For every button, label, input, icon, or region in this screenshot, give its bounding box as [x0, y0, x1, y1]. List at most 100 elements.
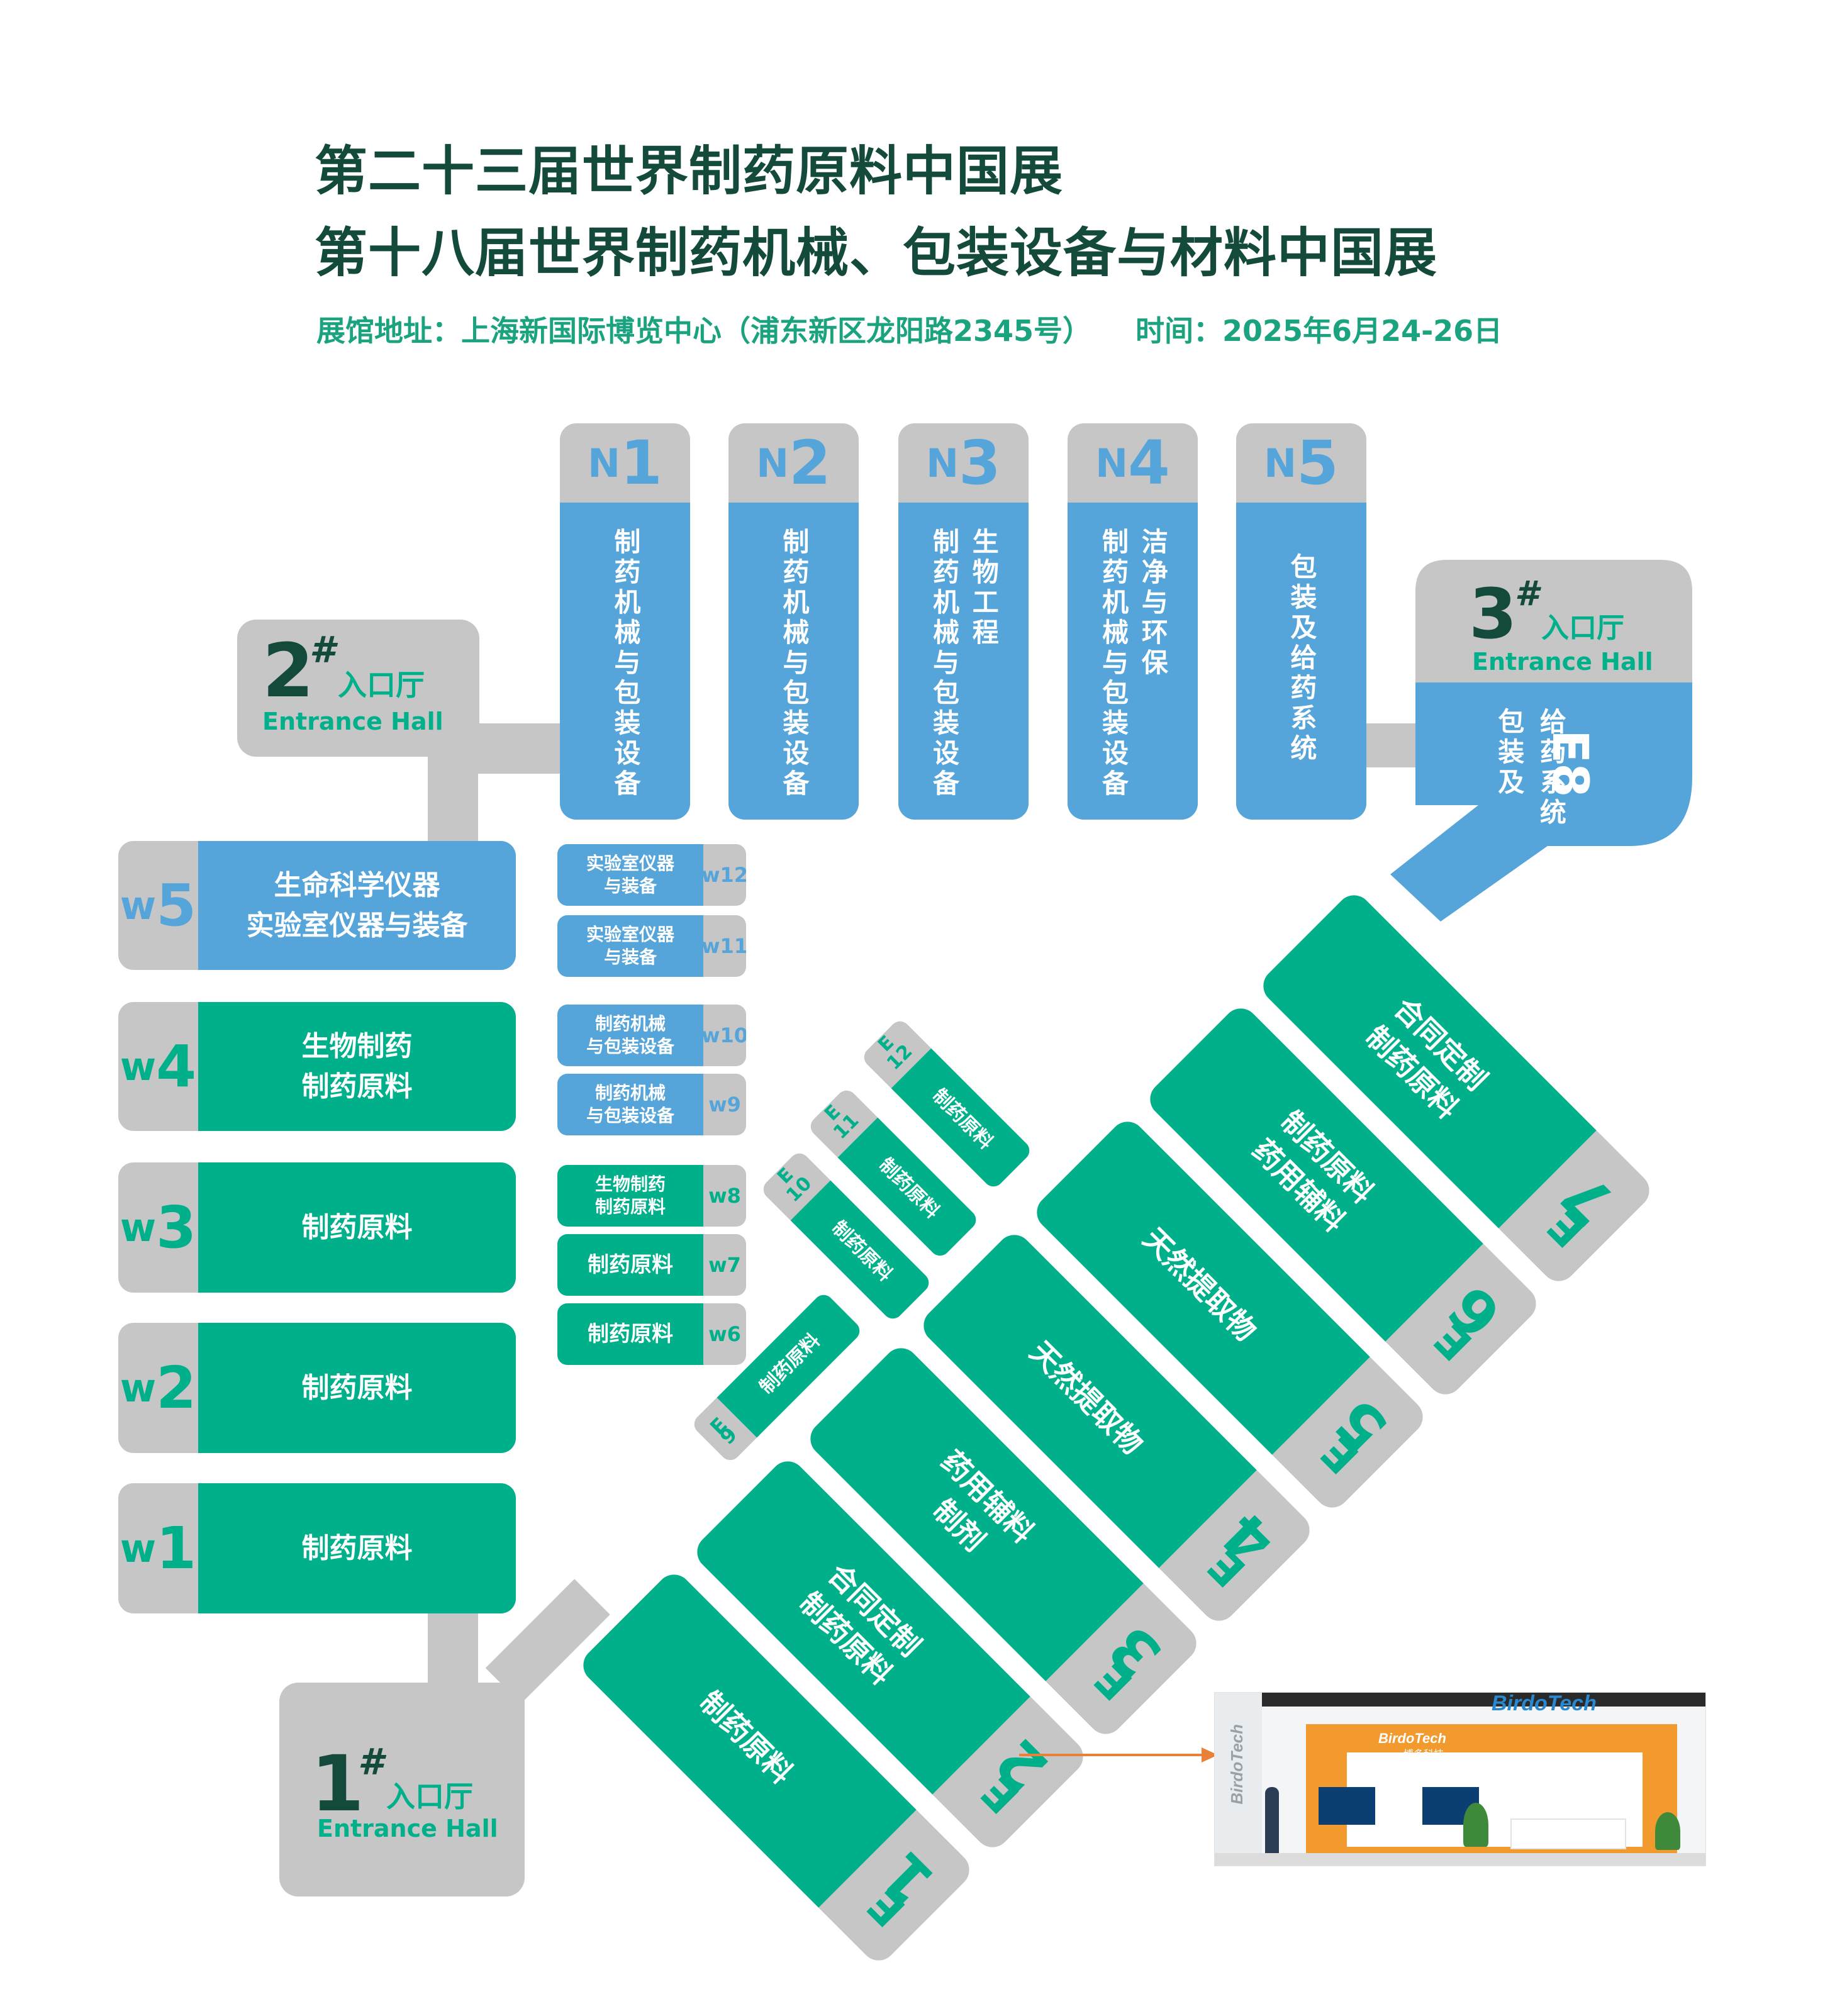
entrance-hall-2: 2 # 入口厅 Entrance Hall [237, 620, 479, 757]
venue-address: 展馆地址：上海新国际博览中心（浦东新区龙阳路2345号） [316, 314, 1092, 348]
hall-w6[interactable]: 制药原料 w6 [557, 1303, 746, 1365]
hall-n5-label: 包装及给药系统 [1286, 553, 1317, 764]
hall-n4-label-1: 制药机械与包装设备 [1098, 528, 1129, 799]
hall-n1-label: 制药机械与包装设备 [610, 528, 641, 799]
hall-e8-label-2: 给药系统 [1536, 708, 1567, 828]
hall-w10-label-1: 制药机械 [594, 1013, 666, 1034]
booth-render: BirdoTech BirdoTech 博多科技 BirdoTech [1214, 1692, 1706, 1866]
hall-w8-label-1: 生物制药 [594, 1173, 666, 1195]
hall-e8-shape[interactable] [1353, 560, 1692, 925]
booth-arrow [1019, 1747, 1218, 1763]
hall-e11-label: 制药原料 [874, 1154, 944, 1223]
booth-plant-2 [1655, 1812, 1680, 1850]
venue-info: 展馆地址：上海新国际博览中心（浦东新区龙阳路2345号）时间：2025年6月24… [316, 308, 1502, 350]
hall-w3-digit: 3 [156, 1194, 197, 1261]
booth-brand-cn: 博多科技 [1403, 1748, 1444, 1760]
hall-e8-body [1390, 682, 1692, 922]
hall-w12[interactable]: 实验室仪器与装备 w12 [557, 844, 746, 906]
hall-w7-code: w7 [708, 1253, 741, 1277]
entrance-1-number: 1 [311, 1739, 364, 1829]
hall-w1-digit: 1 [156, 1515, 197, 1582]
hall-w11[interactable]: 实验室仪器与装备 w11 [557, 915, 746, 977]
hall-w10-label-2: 与包装设备 [586, 1036, 674, 1057]
hall-n1-digit: 1 [620, 428, 662, 498]
hall-w4-digit: 4 [156, 1033, 197, 1100]
hall-e8-labels: 包装及 给药系统 [1491, 708, 1568, 828]
hall-w12-label-2: 与装备 [603, 876, 657, 896]
hall-w5-label-2: 实验室仪器与装备 [246, 909, 468, 942]
hall-n5-letter: N [1264, 440, 1297, 486]
hall-n3-digit: 3 [959, 428, 1001, 498]
hall-w6-code: w6 [708, 1322, 741, 1346]
hall-e8-label-1: 包装及 [1493, 708, 1525, 798]
booth-person [1265, 1787, 1279, 1856]
hall-w10-code: w10 [701, 1023, 746, 1047]
entrance-hall-3-shape [1415, 560, 1692, 682]
booth-screen-1 [1319, 1787, 1375, 1825]
hall-w11-label-1: 实验室仪器 [586, 923, 674, 945]
hall-n3-label-2: 生物工程 [968, 528, 1000, 649]
hall-w9[interactable]: 制药机械与包装设备 w9 [557, 1074, 746, 1135]
hall-w9-label-2: 与包装设备 [586, 1105, 674, 1126]
hall-w10[interactable]: 制药机械与包装设备 w10 [557, 1005, 746, 1066]
hall-n3-label-1: 制药机械与包装设备 [929, 528, 960, 799]
hall-e1-label: 制药原料 [693, 1684, 800, 1791]
hall-w8-code: w8 [708, 1184, 741, 1208]
entrance-2-en: Entrance Hall [262, 708, 444, 735]
title-line-2: 第十八届世界制药机械、包装设备与材料中国展 [315, 222, 1438, 284]
hall-w9-code: w9 [708, 1093, 741, 1117]
hall-w4-label-2: 制药原料 [301, 1070, 413, 1103]
hall-n1-letter: N [588, 440, 621, 486]
entrance-hall-3: 3 # 入口厅 Entrance Hall [1415, 560, 1692, 682]
booth-truss [1262, 1693, 1705, 1707]
booth-brand-wall: BirdoTech [1227, 1724, 1246, 1805]
hall-e12-label: 制药原料 [928, 1084, 997, 1154]
entrance-1-cn: 入口厅 [386, 1779, 473, 1813]
entrance-3-number: 3 [1469, 574, 1517, 654]
hall-e9-label: 制药原料 [756, 1329, 825, 1399]
hall-n4-label-2: 洁净与环保 [1137, 528, 1169, 679]
entrance-2-number: 2 [262, 627, 315, 714]
hall-w8[interactable]: 生物制药制药原料 w8 [557, 1165, 746, 1227]
title-line-1: 第二十三届世界制药原料中国展 [315, 140, 1064, 202]
hall-w4-letter: w [120, 1044, 157, 1089]
hall-e5-label: 天然提取物 [1137, 1221, 1263, 1348]
hall-w11-label-2: 与装备 [603, 947, 657, 967]
hall-e8-code: E8 [1541, 730, 1598, 798]
hall-w11-code: w11 [701, 934, 746, 958]
booth-counter [1510, 1818, 1626, 1849]
hall-n3-letter: N [926, 440, 959, 486]
hall-w12-label-1: 实验室仪器 [586, 852, 674, 874]
hall-n4-letter: N [1095, 440, 1129, 486]
booth-brand-mid: BirdoTech [1378, 1730, 1446, 1746]
hall-w2-letter: w [120, 1365, 157, 1411]
entrance-1-sharp: # [358, 1740, 384, 1783]
booth-floor [1215, 1853, 1705, 1866]
hall-w7[interactable]: 制药原料 w7 [557, 1234, 746, 1296]
entrance-2-sharp: # [310, 628, 335, 671]
booth-left-wall [1215, 1693, 1262, 1866]
hall-w4-label-1: 生物制药 [301, 1030, 413, 1062]
hall-w5-digit: 5 [156, 872, 197, 939]
hall-n5-digit: 5 [1297, 428, 1339, 498]
entrance-2-cn: 入口厅 [338, 668, 425, 702]
hall-n2-digit: 2 [789, 428, 831, 498]
hall-w8-label-2: 制药原料 [594, 1196, 666, 1217]
hall-w6-label: 制药原料 [588, 1321, 673, 1347]
hall-w7-label: 制药原料 [588, 1252, 673, 1278]
booth-brand-sign: BirdoTech [1492, 1692, 1597, 1715]
hall-w2-digit: 2 [156, 1354, 197, 1422]
hall-e4-label: 天然提取物 [1024, 1334, 1150, 1461]
hall-w12-code: w12 [701, 863, 746, 887]
hall-w9-label-1: 制药机械 [594, 1082, 666, 1103]
